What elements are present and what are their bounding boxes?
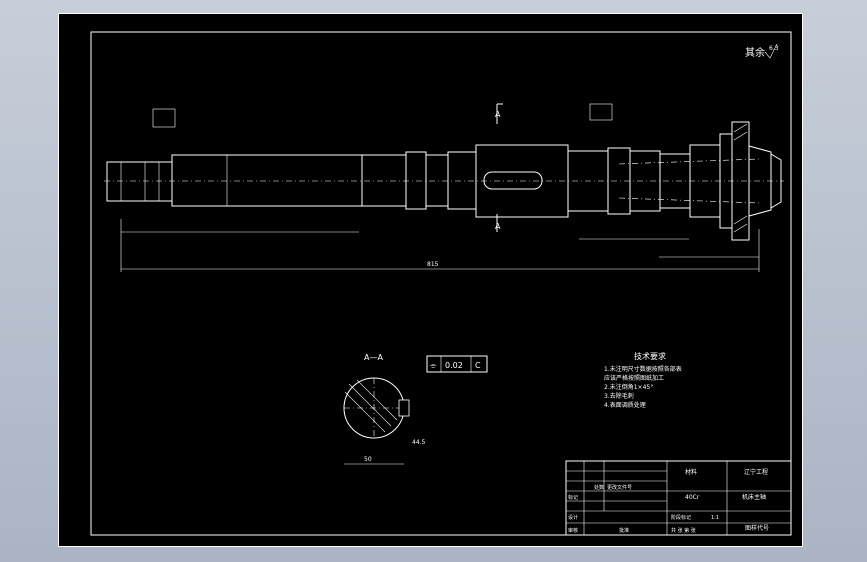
svg-text:其余: 其余 <box>745 46 765 59</box>
svg-text:A: A <box>495 110 501 119</box>
svg-text:批准: 批准 <box>619 527 629 534</box>
drawing-canvas[interactable]: 其余 6.3 <box>58 13 803 547</box>
svg-text:815: 815 <box>427 261 439 268</box>
svg-text:A: A <box>495 222 501 231</box>
svg-text:辽宁工程: 辽宁工程 <box>744 468 768 476</box>
svg-text:更改文件号: 更改文件号 <box>607 484 632 491</box>
tech-requirements: 技术要求 1.未注明尺寸数据按照各部表 应该严格按照图纸加工 2.未注倒角1×4… <box>604 351 682 409</box>
svg-text:标记: 标记 <box>568 494 578 501</box>
svg-text:机床主轴: 机床主轴 <box>742 493 766 501</box>
title-block: 材料 40Cr 辽宁工程 机床主轴 图样代号 1:1 阶段标记 共 张 第 张 … <box>565 460 792 536</box>
shaft-profile <box>106 121 782 241</box>
dimension-lines: 815 <box>120 219 760 272</box>
svg-text:处数: 处数 <box>594 484 604 491</box>
svg-text:C: C <box>475 361 481 370</box>
svg-text:0.02: 0.02 <box>445 361 463 370</box>
svg-text:材料: 材料 <box>685 468 697 476</box>
keyway-slot <box>483 171 543 190</box>
svg-text:设计: 设计 <box>568 514 578 521</box>
svg-text:3.去除毛刺: 3.去除毛刺 <box>604 392 634 400</box>
svg-text:2.未注倒角1×45°: 2.未注倒角1×45° <box>604 383 653 391</box>
section-cut-marks: A A <box>495 103 503 232</box>
svg-text:审核: 审核 <box>568 527 578 534</box>
svg-text:44.5: 44.5 <box>412 439 426 446</box>
svg-text:共 张 第 张: 共 张 第 张 <box>671 527 696 534</box>
svg-text:1:1: 1:1 <box>711 515 719 521</box>
svg-text:图样代号: 图样代号 <box>745 524 769 532</box>
svg-text:50: 50 <box>364 456 372 463</box>
svg-text:应该严格按照图纸加工: 应该严格按照图纸加工 <box>604 374 664 382</box>
svg-text:A—A: A—A <box>364 353 383 362</box>
drawing-border <box>90 31 792 536</box>
section-view: A—A 50 44.5 ⌯ 0.02 C <box>343 353 488 465</box>
svg-text:6.3: 6.3 <box>769 45 779 52</box>
roughness-note: 其余 6.3 <box>745 43 779 59</box>
svg-text:40Cr: 40Cr <box>685 494 700 501</box>
svg-text:阶段标记: 阶段标记 <box>671 514 691 521</box>
svg-text:技术要求: 技术要求 <box>634 351 666 361</box>
shaft-drawing: 其余 6.3 <box>90 31 792 536</box>
svg-text:4.表面调质处理: 4.表面调质处理 <box>604 401 646 409</box>
svg-text:1.未注明尺寸数据按照各部表: 1.未注明尺寸数据按照各部表 <box>604 365 682 373</box>
svg-text:⌯: ⌯ <box>430 361 437 370</box>
